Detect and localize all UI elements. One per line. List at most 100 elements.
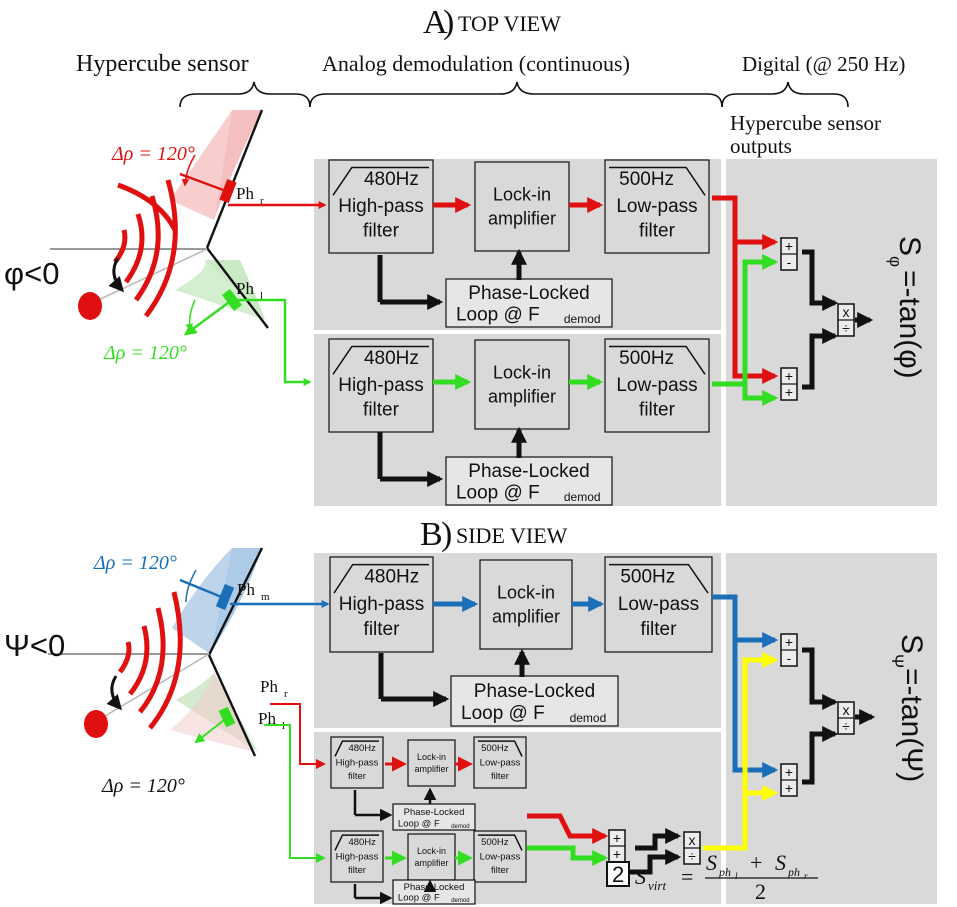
svg-text:r: r bbox=[260, 195, 264, 207]
svg-text:Ph: Ph bbox=[260, 677, 278, 696]
lowpass-freq: 500Hz bbox=[619, 348, 674, 369]
pll-label-1: Phase-Locked bbox=[404, 882, 465, 893]
operator-top-sum: ++ bbox=[780, 367, 798, 401]
highpass-label-1: High-pass bbox=[338, 375, 424, 396]
constant-two: 2 bbox=[612, 862, 624, 887]
pll-label-1: Phase-Locked bbox=[468, 283, 589, 304]
lowpass-label-1: Low-pass bbox=[618, 594, 699, 615]
brace-analog bbox=[309, 81, 723, 108]
pll-label-1: Phase-Locked bbox=[468, 461, 589, 482]
lowpass-label-1: Low-pass bbox=[480, 852, 521, 863]
operator-bottom-symbol: + bbox=[785, 384, 793, 400]
rho-arrow-red bbox=[181, 154, 196, 187]
virtual-signal-formula: S virt = S ph l + S ph r 2 bbox=[635, 850, 818, 904]
operator-top-diff: +- bbox=[780, 237, 798, 271]
lowpass-curve bbox=[478, 834, 523, 851]
operator-bottom-symbol: ÷ bbox=[842, 320, 850, 336]
lowpass-label-1: Low-pass bbox=[616, 196, 697, 217]
pll-label-2: Loop @ F bbox=[456, 304, 540, 325]
delta-rho-blue: Δρ = 120° bbox=[93, 552, 177, 574]
photodiode-m bbox=[215, 584, 235, 610]
processing-blocks: 480HzHigh-passfilterLock-inamplifier500H… bbox=[328, 159, 713, 905]
formula-num-sub2b: r bbox=[804, 871, 808, 881]
svg-text:l: l bbox=[260, 290, 263, 302]
highpass-freq: 480Hz bbox=[348, 743, 376, 754]
pll-label-2: Loop @ F bbox=[398, 893, 440, 904]
section-a-letter: A bbox=[423, 4, 448, 41]
lockin-amplifier-side-blue: Lock-in amplifier bbox=[479, 559, 573, 650]
brace-digital bbox=[721, 81, 849, 108]
formula-plus: + bbox=[750, 850, 762, 875]
lowpass-label-2: filter bbox=[491, 771, 509, 782]
light-waves-side bbox=[117, 591, 183, 730]
chain-side-virt-red: 480HzHigh-passfilterLock-inamplifier500H… bbox=[330, 736, 527, 831]
output-phi-s: S bbox=[893, 236, 926, 256]
delta-rho-black: Δρ = 120° bbox=[101, 775, 185, 797]
brace-sensor bbox=[179, 81, 311, 108]
lowpass-curve bbox=[609, 345, 706, 375]
column-analog-title: Analog demodulation (continuous) bbox=[322, 51, 630, 76]
highpass-freq: 480Hz bbox=[348, 837, 376, 848]
chain-side-blue: 480HzHigh-passfilterLock-inamplifier500H… bbox=[329, 556, 713, 727]
operator-bottom-symbol: ÷ bbox=[842, 718, 850, 734]
pll-label-2: Loop @ F bbox=[398, 818, 440, 829]
lockin-label-1: Lock-in bbox=[497, 582, 555, 602]
lowpass-curve bbox=[478, 740, 523, 757]
svg-text:r: r bbox=[284, 688, 288, 700]
pll-label-sub: demod bbox=[451, 824, 469, 830]
pll-label-sub: demod bbox=[564, 312, 601, 326]
signal-wires bbox=[228, 195, 876, 905]
photodiode-r bbox=[219, 178, 237, 204]
sensor-label-phm-side: Ph m bbox=[237, 580, 270, 603]
operator-side-sum: ++ bbox=[780, 763, 798, 797]
lockin-label-2: amplifier bbox=[492, 606, 560, 626]
lockin-label-1: Lock-in bbox=[493, 362, 551, 382]
delta-rho-green: Δρ = 120° bbox=[103, 342, 187, 364]
highpass-curve bbox=[333, 563, 429, 594]
operator-top-symbol: + bbox=[785, 368, 793, 384]
section-a-paren: ) bbox=[443, 4, 454, 41]
pll-label-sub: demod bbox=[451, 898, 469, 904]
constant-two-box bbox=[606, 861, 630, 887]
lowpass-label-1: Low-pass bbox=[616, 375, 697, 396]
red-lobe bbox=[214, 110, 262, 220]
lowpass-label-1: Low-pass bbox=[480, 758, 521, 769]
column-braces bbox=[179, 81, 849, 108]
output-psi-sub: Ψ bbox=[888, 654, 907, 668]
pll-label-2: Loop @ F bbox=[461, 703, 545, 724]
light-waves bbox=[113, 179, 178, 318]
lowpass-freq: 500Hz bbox=[619, 169, 674, 190]
lockin-label-2: amplifier bbox=[414, 764, 448, 774]
lowpass-freq: 500Hz bbox=[481, 743, 509, 754]
operator-virt-sum: ++ bbox=[608, 829, 626, 863]
chain-top-green: 480HzHigh-passfilterLock-inamplifier500H… bbox=[328, 338, 710, 506]
delta-rho-red: Δρ = 120° bbox=[111, 143, 195, 165]
highpass-freq: 480Hz bbox=[364, 348, 419, 369]
highpass-curve bbox=[332, 166, 429, 196]
operator-top-symbol: + bbox=[785, 634, 793, 650]
top-sensor-illustration bbox=[50, 109, 269, 336]
svg-text:Ph: Ph bbox=[236, 184, 254, 203]
operator-virt-ratio: x÷ bbox=[683, 831, 701, 865]
formula-num-s2: S bbox=[775, 850, 786, 875]
sensor-face-upper bbox=[205, 109, 264, 249]
pll-label-2: Loop @ F bbox=[456, 482, 540, 503]
operator-bottom-symbol: - bbox=[787, 254, 792, 270]
output-psi-rhs: =-tan(Ψ) bbox=[895, 668, 928, 782]
svg-text:m: m bbox=[261, 591, 270, 603]
operator-bottom-symbol: + bbox=[785, 780, 793, 796]
outputs-label-line1: Hypercube sensor bbox=[730, 111, 881, 135]
output-label-psi: S Ψ =-tan(Ψ) bbox=[888, 634, 928, 782]
